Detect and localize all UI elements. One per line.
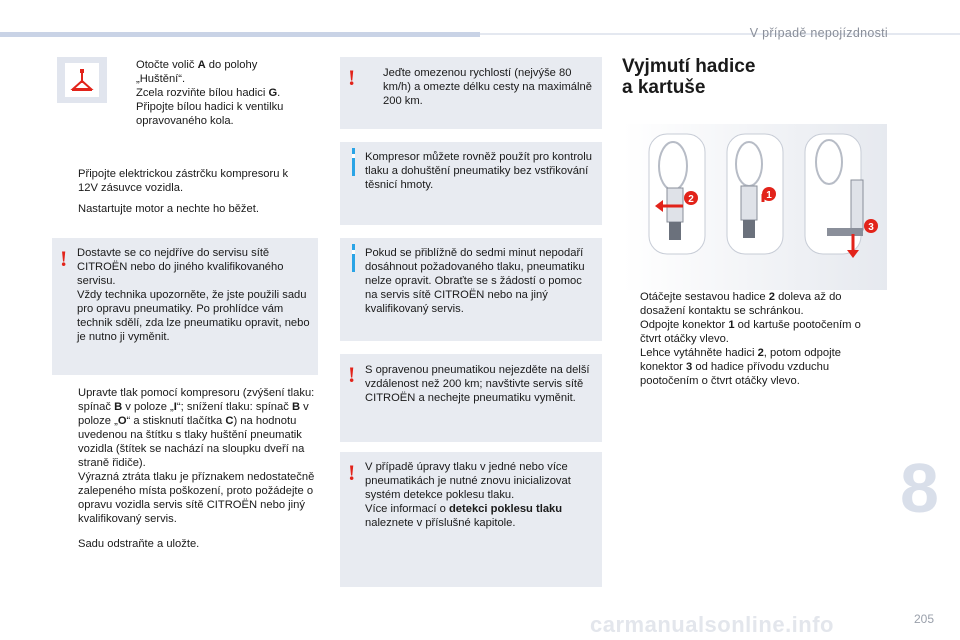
bullet-icon: [622, 346, 632, 388]
warning-text: Jeďte omezenou rychlostí (nejvýše 80 km/…: [365, 66, 594, 108]
list-item: Lehce vytáhněte hadici 2, potom odpojte …: [622, 346, 884, 388]
svg-text:3: 3: [868, 222, 874, 233]
steps-top: Otočte volič A do polohy „Huštění“. Zcel…: [118, 58, 308, 128]
list-item: Odpojte konektor 1 od kartuše pootočením…: [622, 318, 884, 346]
bullet-icon: [118, 58, 128, 86]
step-adjust-pressure: Upravte tlak pomocí kompresoru (zvýšení …: [60, 386, 318, 526]
callout-1: [762, 187, 776, 201]
info-box-compressor: Kompresor můžete rovněž použít pro kontr…: [340, 142, 602, 225]
page-number: 205: [914, 612, 935, 626]
warning-box-reinit: ! V případě úpravy tlaku v jedné nebo ví…: [340, 452, 602, 587]
list-item: Upravte tlak pomocí kompresoru (zvýšení …: [60, 386, 318, 526]
warning-box-speed: ! Jeďte omezenou rychlostí (nejvýše 80 k…: [340, 57, 602, 129]
info-text: Kompresor můžete rovněž použít pro kontr…: [365, 151, 592, 191]
warning-icon: !: [348, 65, 356, 90]
list-item: Připojte bílou hadici k ventilku opravov…: [118, 100, 308, 128]
compressor-selector-icon: [57, 57, 107, 103]
warning-text: Dostavte se co nejdříve do servisu sítě …: [77, 247, 310, 343]
list-item: Otočte volič A do polohy „Huštění“.: [118, 58, 308, 86]
list-item: Připojte elektrickou zástrčku kompresoru…: [60, 167, 310, 195]
svg-text:1: 1: [766, 190, 772, 201]
svg-text:2: 2: [688, 194, 694, 205]
warning-icon: !: [60, 246, 68, 271]
bullet-icon: [60, 202, 70, 216]
info-text: Pokud se přiblížně do sedmi minut nepoda…: [365, 247, 585, 315]
chapter-number: 8: [900, 449, 939, 527]
step-remove-kit: Sadu odstraňte a uložte.: [60, 537, 310, 551]
inflate-icon: [70, 69, 94, 91]
section-title: V případě nepojízdnosti: [749, 26, 888, 40]
header-bar-thin: [480, 33, 960, 35]
section-heading: Vyjmutí hadice a kartuše: [622, 56, 756, 98]
bullet-icon: [622, 290, 632, 318]
footer-watermark: carmanualsonline.info: [590, 612, 834, 637]
steps-mid: Připojte elektrickou zástrčku kompresoru…: [60, 167, 310, 216]
warning-text: S opravenou pneumatikou nejezděte na del…: [365, 364, 590, 404]
bullet-icon: [60, 537, 70, 551]
callout-3: [864, 219, 878, 233]
list-item: Nastartujte motor a nechte ho běžet.: [60, 202, 310, 216]
bullet-icon: [60, 167, 70, 195]
bullet-icon: [365, 66, 375, 108]
warning-box-service: ! Dostavte se co nejdříve do servisu sít…: [52, 238, 318, 375]
list-item: Sadu odstraňte a uložte.: [60, 537, 310, 551]
hose-removal-illustration: 2 1 3: [623, 124, 887, 290]
bullet-icon: [60, 386, 70, 526]
bullet-icon: [118, 100, 128, 128]
info-icon: [352, 154, 355, 176]
info-icon: [352, 250, 355, 272]
bullet-icon: [622, 318, 632, 346]
warning-icon: !: [348, 362, 356, 387]
callout-2: [684, 191, 698, 205]
list-item: Zcela rozviňte bílou hadici G.: [118, 86, 308, 100]
removal-steps: Otáčejte sestavou hadice 2 doleva až do …: [622, 290, 884, 388]
list-item: Otáčejte sestavou hadice 2 doleva až do …: [622, 290, 884, 318]
header-bar: [0, 32, 480, 37]
warning-text: V případě úpravy tlaku v jedné nebo více…: [365, 461, 571, 529]
bullet-icon: [118, 86, 128, 100]
warning-box-distance: ! S opravenou pneumatikou nejezděte na d…: [340, 354, 602, 442]
warning-icon: !: [348, 460, 356, 485]
info-box-seven-minutes: Pokud se přiblížně do sedmi minut nepoda…: [340, 238, 602, 341]
